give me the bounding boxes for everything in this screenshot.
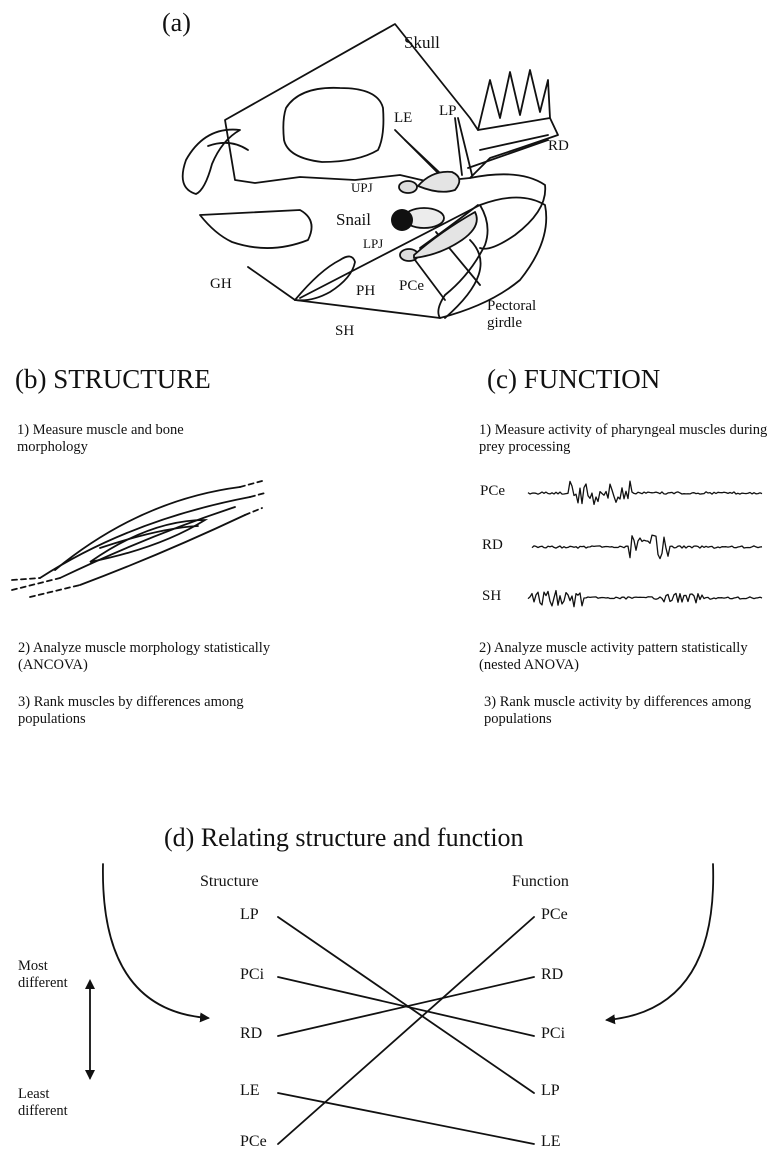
rank-connecting-lines [278,917,534,1144]
rank-link-lp [278,917,534,1093]
rank-link-le [278,1093,534,1144]
rank-link-pce [278,917,534,1144]
structure-curved-arrow [103,864,208,1018]
function-curved-arrow [607,864,713,1020]
